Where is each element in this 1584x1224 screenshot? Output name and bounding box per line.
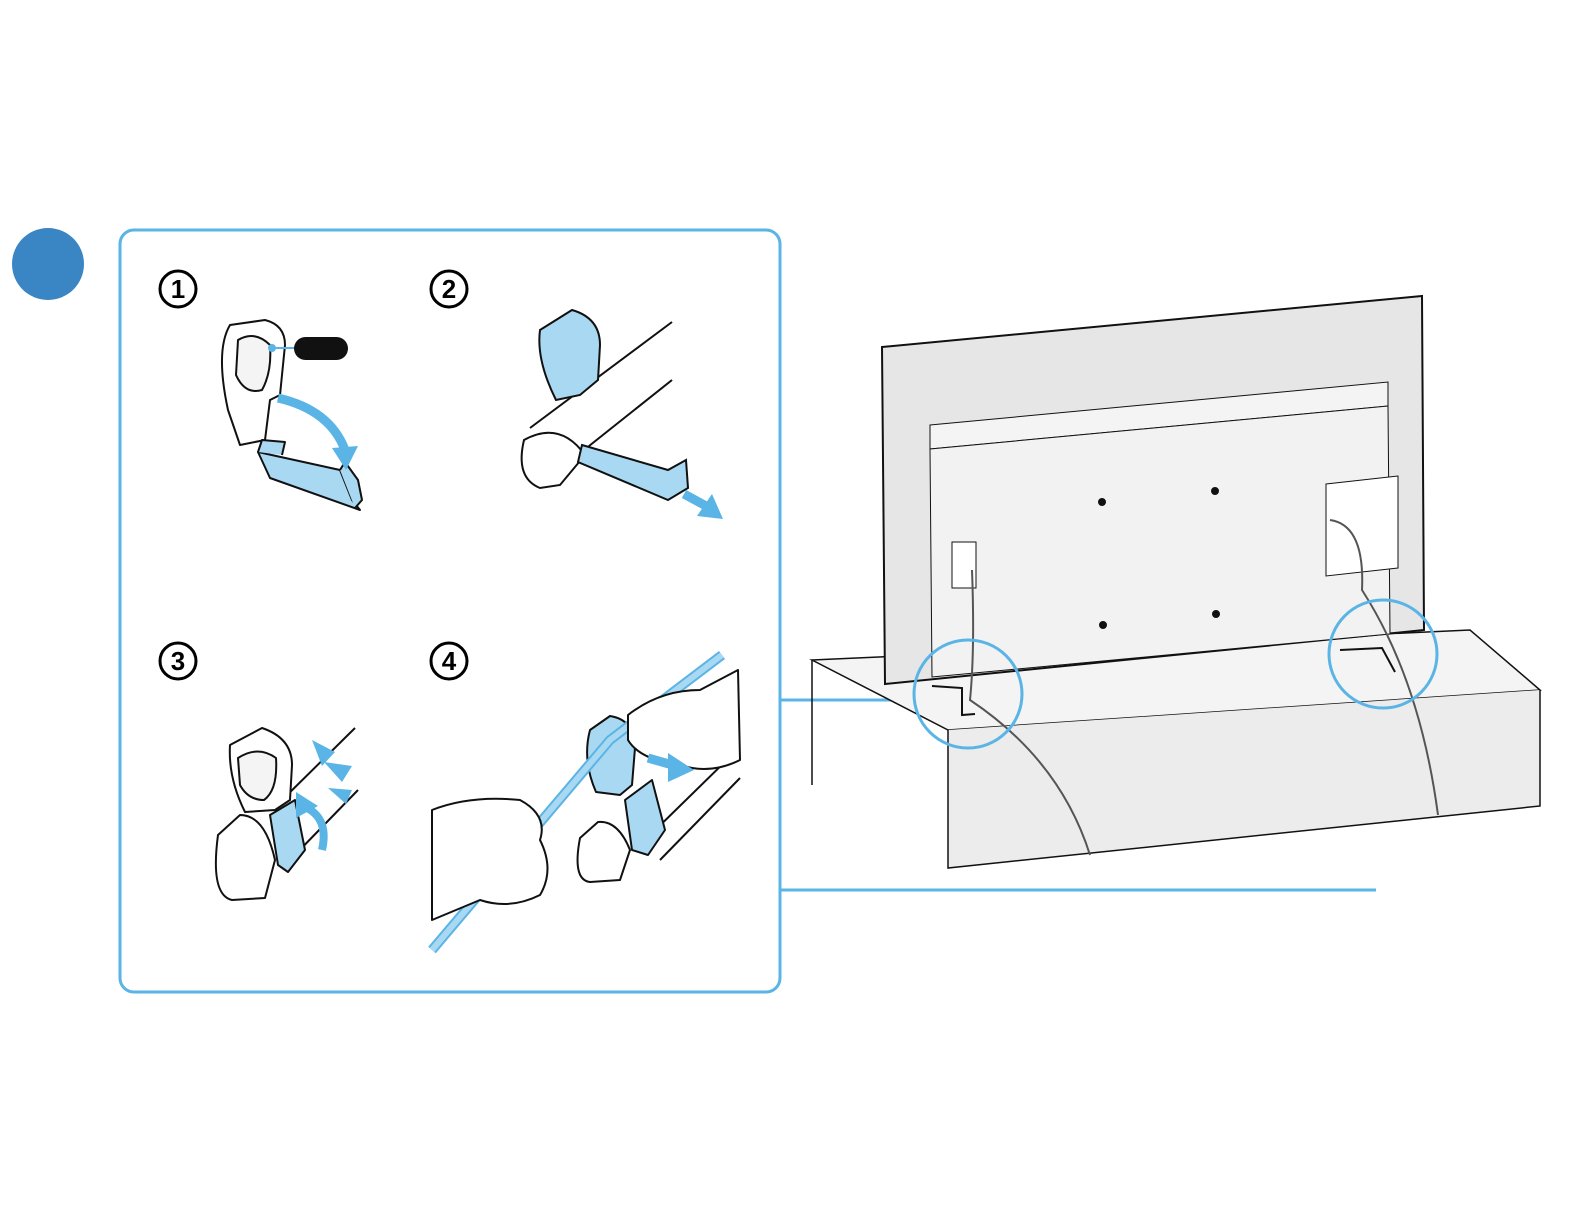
- left-hand: [432, 799, 548, 920]
- section-badge: [12, 228, 84, 300]
- mount-hole: [1100, 622, 1106, 628]
- svg-text:1: 1: [171, 274, 185, 304]
- step-4: 4: [431, 643, 740, 950]
- slide-arrow: [684, 494, 706, 506]
- cable-routing-illustration: [432, 655, 740, 950]
- mount-hole: [1213, 611, 1219, 617]
- step-number-4: 4: [431, 643, 467, 679]
- step-3: 3: [160, 643, 358, 900]
- tv-on-cabinet-overview: [812, 296, 1540, 868]
- svg-text:4: 4: [442, 646, 457, 676]
- step-number-1: 1: [160, 271, 196, 307]
- mount-hole: [1212, 488, 1218, 494]
- step-2: 2: [431, 271, 723, 519]
- step-1: 1: [160, 271, 362, 510]
- fold-arrow: [278, 398, 345, 450]
- clip-close-illustration: [216, 728, 358, 900]
- step-number-3: 3: [160, 643, 196, 679]
- tv-back-panel: [882, 296, 1424, 684]
- mount-hole: [1099, 499, 1105, 505]
- svg-text:2: 2: [442, 274, 456, 304]
- step-number-2: 2: [431, 271, 467, 307]
- part-label-pill: [294, 337, 348, 360]
- svg-text:3: 3: [171, 646, 185, 676]
- fold-arrow-head: [332, 446, 358, 470]
